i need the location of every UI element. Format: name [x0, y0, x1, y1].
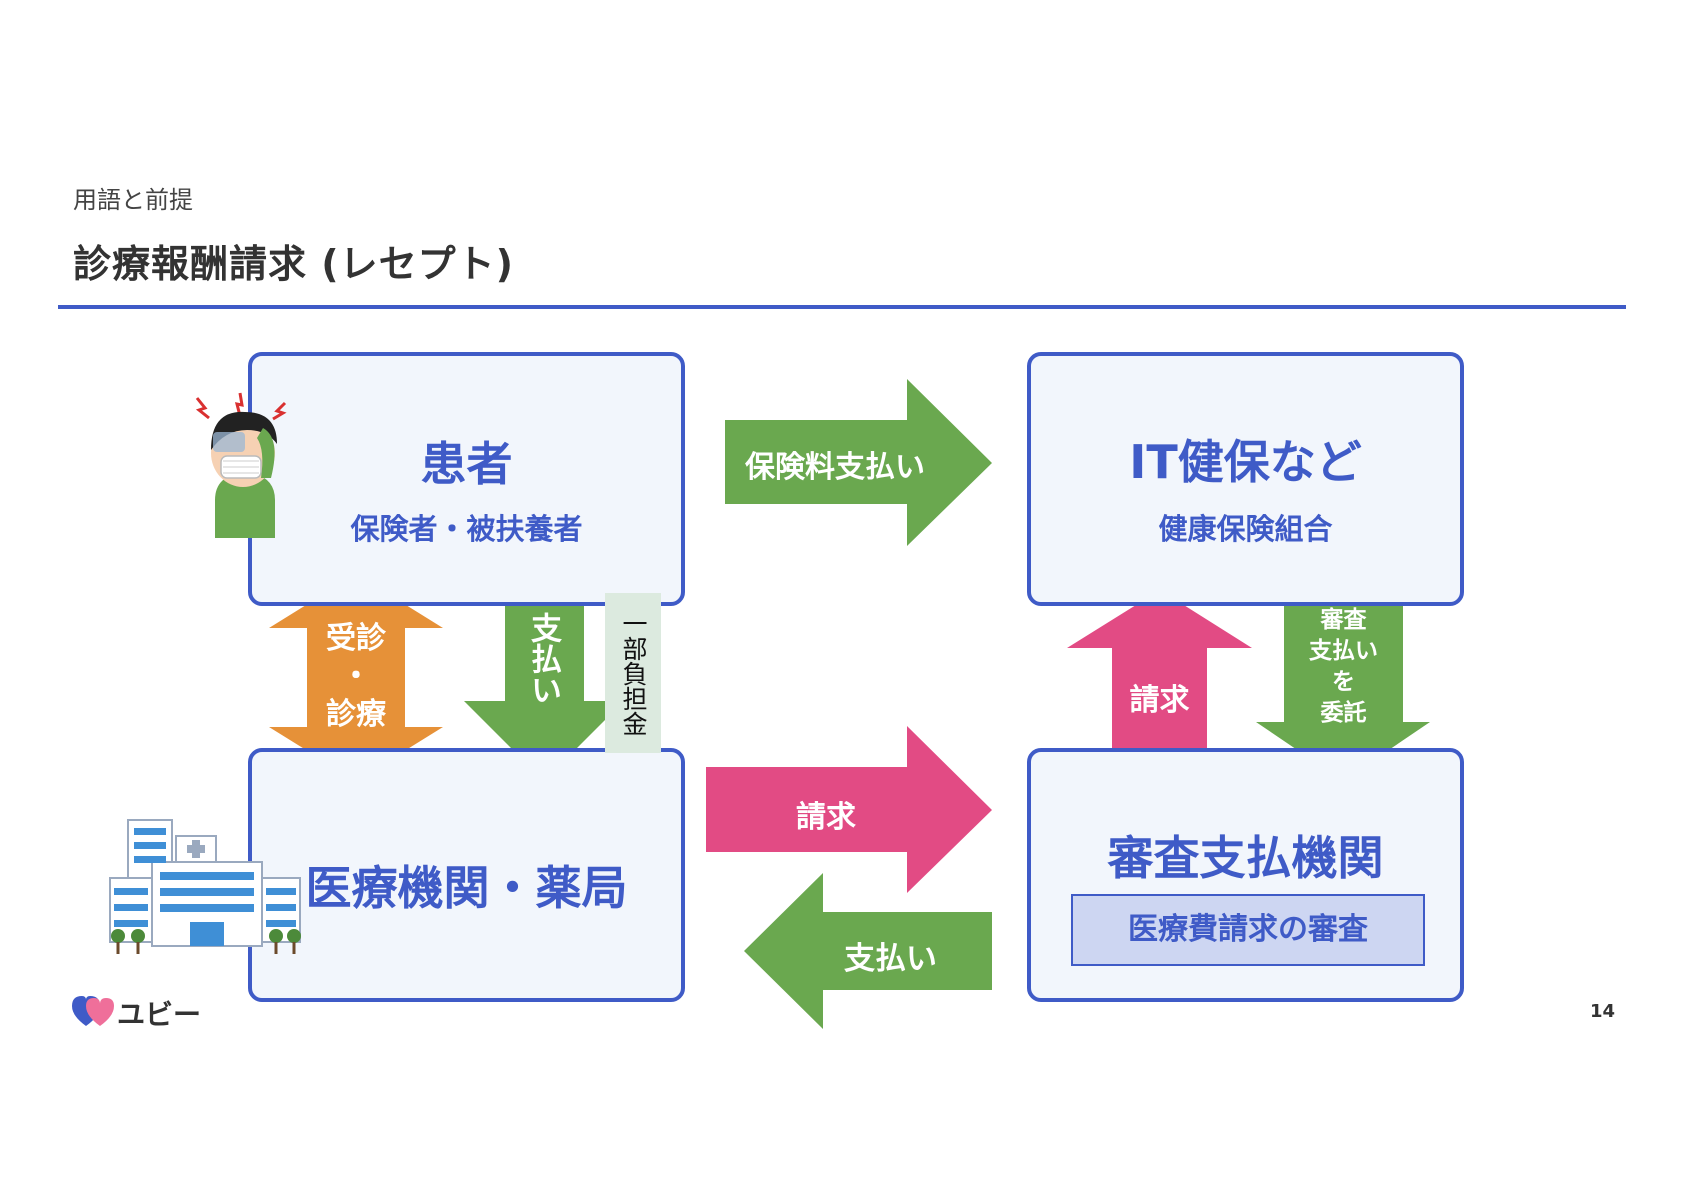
consult-label-3: 診療	[326, 697, 386, 732]
review-box: 審査支払機関 医療費請求の審査	[1027, 748, 1464, 1002]
premium-arrow-label: 保険料支払い	[745, 450, 925, 485]
insurer-title: IT健保など	[1129, 435, 1362, 489]
delegate-label: 審査 支払い を 委託	[1284, 605, 1403, 729]
heart-logo-icon	[72, 996, 114, 1026]
page-title: 診療報酬請求 (レセプト)	[73, 242, 514, 286]
hospital-building-icon	[109, 819, 301, 954]
claim-up-label: 請求	[1129, 683, 1190, 718]
clinic-box: 医療機関・薬局	[248, 748, 685, 1002]
consult-label-1: 受診	[326, 621, 386, 656]
review-inner-box: 医療費請求の審査	[1071, 894, 1425, 966]
section-label: 用語と前提	[73, 186, 193, 214]
sick-person-icon	[195, 392, 287, 538]
clinic-title: 医療機関・薬局	[305, 861, 628, 915]
partial-payment-tag-front: 一部負担金	[605, 593, 661, 753]
claim-up-arrow	[1067, 590, 1252, 762]
claim-right-arrow	[706, 726, 992, 893]
insurer-box: IT健保など 健康保険組合	[1027, 352, 1464, 606]
consult-arrow-label: 受診 ・ 診療	[307, 620, 405, 734]
pay-left-label: 支払い	[844, 941, 937, 977]
patient-box: 患者 保険者・被扶養者	[248, 352, 685, 606]
delegate-label-4: 委託	[1320, 700, 1367, 726]
premium-arrow	[725, 379, 992, 546]
consult-arrow	[269, 574, 443, 781]
delegate-label-2: 支払い	[1309, 638, 1378, 664]
delegate-arrow	[1256, 594, 1430, 781]
pay-down-label: 支払い	[525, 612, 561, 705]
title-divider	[58, 305, 1626, 309]
delegate-label-1: 審査	[1320, 607, 1367, 633]
pay-down-arrow	[464, 594, 624, 781]
delegate-label-3: を	[1332, 669, 1355, 695]
patient-subtitle: 保険者・被扶養者	[350, 512, 583, 546]
review-title: 審査支払機関	[1107, 831, 1384, 885]
claim-right-label: 請求	[796, 800, 856, 835]
brand-logo-text: ユビー	[117, 998, 202, 1031]
consult-label-2: ・	[341, 659, 371, 694]
patient-title: 患者	[420, 437, 513, 491]
page-number: 14	[1590, 1001, 1616, 1022]
pay-left-arrow	[744, 873, 992, 1029]
insurer-subtitle: 健康保険組合	[1158, 512, 1333, 546]
